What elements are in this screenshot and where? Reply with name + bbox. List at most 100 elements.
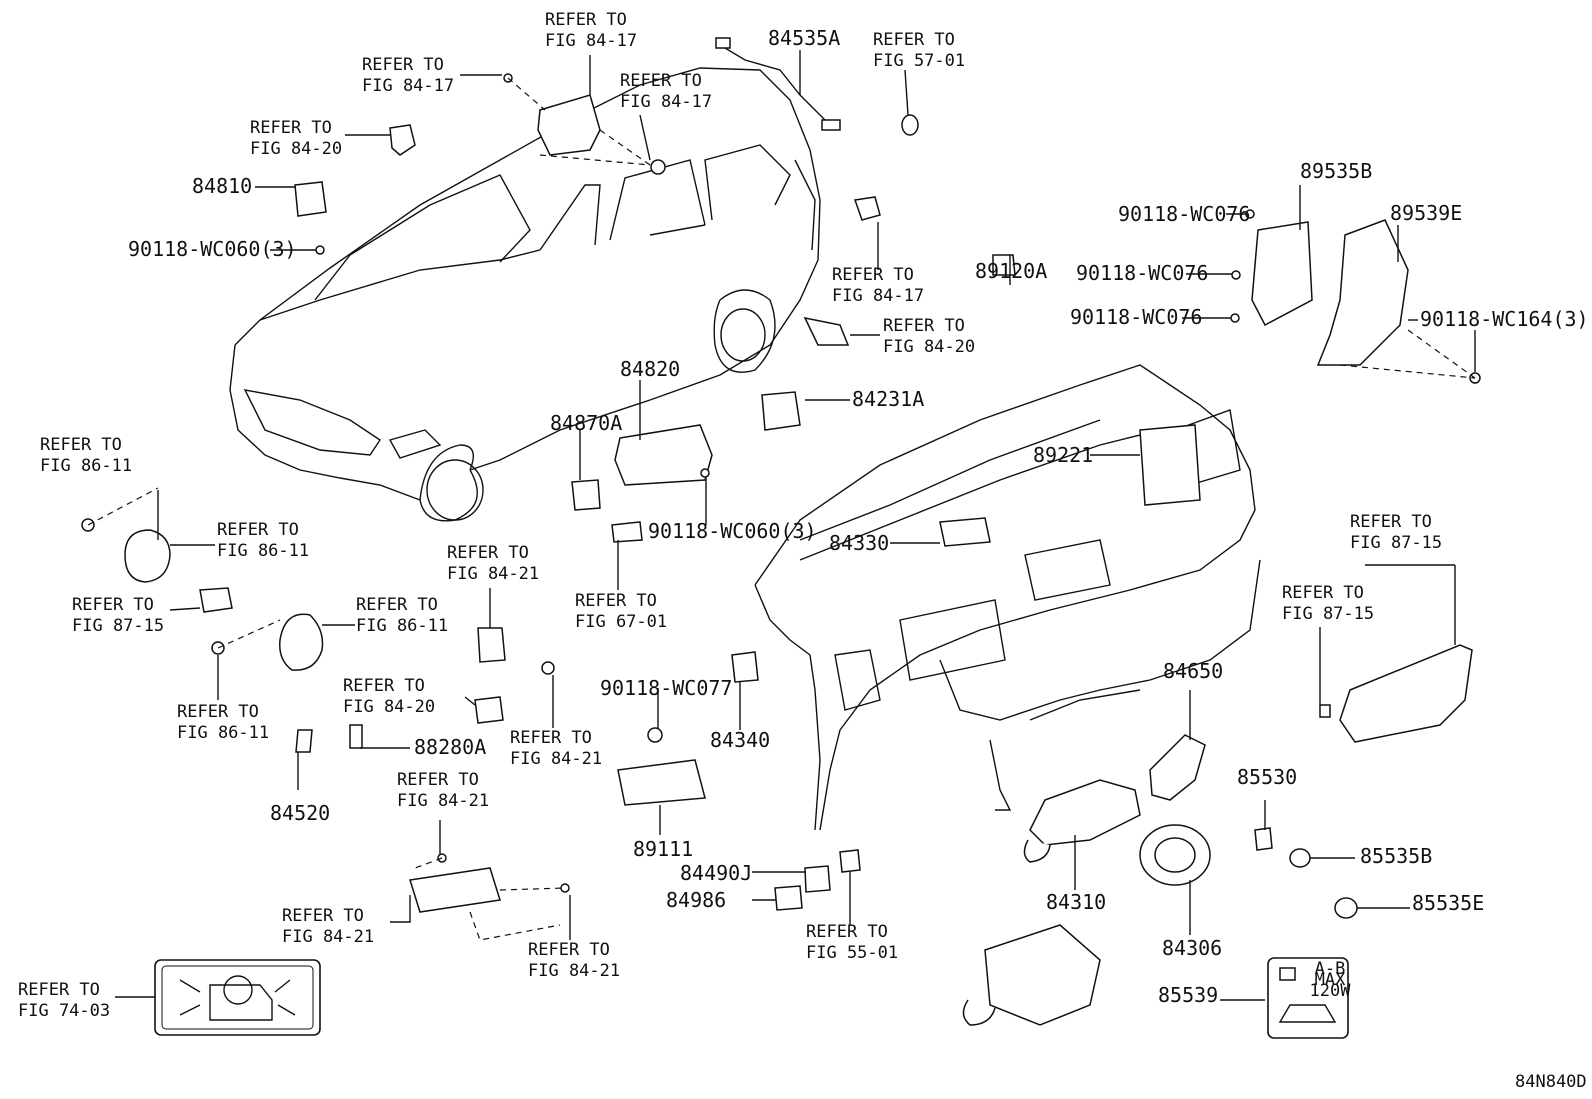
callout-line: 89120A [975, 259, 1047, 283]
callout-line: REFER TO [356, 595, 438, 615]
part-number-callout: 84535A [768, 26, 840, 50]
callout-line: 90118-WC076 [1076, 261, 1208, 285]
part-number-callout: 85530 [1237, 765, 1297, 789]
part-number-callout: 89539E [1390, 201, 1462, 225]
part-number-callout: 84340 [710, 728, 770, 752]
callout-line: 85535B [1360, 844, 1432, 868]
callout-line: FIG 84-17 [832, 286, 924, 306]
callout-line: FIG 84-21 [447, 564, 539, 584]
airbag-warning-label-74-03 [154, 959, 321, 1036]
callout-line: 90118-WC060(3) [128, 237, 297, 261]
callout-line: REFER TO [620, 71, 702, 91]
callout-line: 84340 [710, 728, 770, 752]
part-number-callout: 84310 [1046, 890, 1106, 914]
callout-line: 84330 [829, 531, 889, 555]
callout-line: 84490J [680, 861, 752, 885]
part-number-callout: 84820 [620, 357, 680, 381]
callout-line: 84870A [550, 411, 622, 435]
callout-line: REFER TO [545, 10, 627, 30]
callout-line: 90118-WC077 [600, 676, 732, 700]
callout-line: FIG 84-21 [510, 749, 602, 769]
part-number-callout: 90118-WC164(3) [1420, 307, 1589, 331]
part-number-callout: 90118-WC076 [1070, 305, 1202, 329]
callout-line: FIG 87-15 [72, 616, 164, 636]
callout-line: 84231A [852, 387, 924, 411]
callout-line: 85535E [1412, 891, 1484, 915]
callout-line: 88280A [414, 735, 486, 759]
callout-line: 89539E [1390, 201, 1462, 225]
warning-label-line: MAX [1315, 970, 1346, 990]
callout-line: REFER TO [177, 702, 259, 722]
callout-line: REFER TO [806, 922, 888, 942]
callout-line: FIG 87-15 [1282, 604, 1374, 624]
part-number-callout: 89535B [1300, 159, 1372, 183]
callout-line: 90118-WC076 [1118, 202, 1250, 226]
callout-line: FIG 86-11 [40, 456, 132, 476]
callout-line: 84310 [1046, 890, 1106, 914]
callout-line: FIG 84-21 [282, 927, 374, 947]
callout-line: FIG 55-01 [806, 943, 898, 963]
callout-line: 84306 [1162, 936, 1222, 960]
part-number-callout: 84490J [680, 861, 752, 885]
part-number-callout: 90118-WC076 [1076, 261, 1208, 285]
part-number-callout: 84650 [1163, 659, 1223, 683]
leader-lines [115, 50, 1476, 1001]
part-number-callout: 84231A [852, 387, 924, 411]
callout-line: 89535B [1300, 159, 1372, 183]
part-number-callout: 89120A [975, 259, 1047, 283]
callout-line: REFER TO [282, 906, 364, 926]
part-number-callout: 85535B [1360, 844, 1432, 868]
part-number-callout: 88280A [414, 735, 486, 759]
part-number-callout: 84330 [829, 531, 889, 555]
callout-line: FIG 86-11 [177, 723, 269, 743]
callout-line: REFER TO [528, 940, 610, 960]
callout-line: REFER TO [343, 676, 425, 696]
callout-line: 85530 [1237, 765, 1297, 789]
callout-line: FIG 84-17 [362, 76, 454, 96]
part-number-callout: 84810 [192, 174, 252, 198]
callout-line: REFER TO [873, 30, 955, 50]
callout-line: 84820 [620, 357, 680, 381]
callout-line: FIG 87-15 [1350, 533, 1442, 553]
callout-line: REFER TO [447, 543, 529, 563]
callout-line: FIG 84-17 [620, 92, 712, 112]
callout-line: 84810 [192, 174, 252, 198]
callout-line: FIG 84-21 [528, 961, 620, 981]
part-number-callout: 85539 [1158, 983, 1218, 1007]
callout-line: 84535A [768, 26, 840, 50]
callout-line: 90118-WC060(3) [648, 519, 817, 543]
callout-line: FIG 67-01 [575, 612, 667, 632]
callout-line: REFER TO [397, 770, 479, 790]
part-number-callout: 84306 [1162, 936, 1222, 960]
part-number-callout: 90118-WC060(3) [648, 519, 817, 543]
part-icons [81, 37, 1481, 1026]
callout-line: 84520 [270, 801, 330, 825]
callout-line: FIG 84-21 [397, 791, 489, 811]
callout-line: FIG 74-03 [18, 1001, 110, 1021]
part-number-callout: 84870A [550, 411, 622, 435]
part-number-callout: 84986 [666, 888, 726, 912]
callout-line: FIG 84-20 [883, 337, 975, 357]
callout-line: REFER TO [40, 435, 122, 455]
callout-line: REFER TO [510, 728, 592, 748]
